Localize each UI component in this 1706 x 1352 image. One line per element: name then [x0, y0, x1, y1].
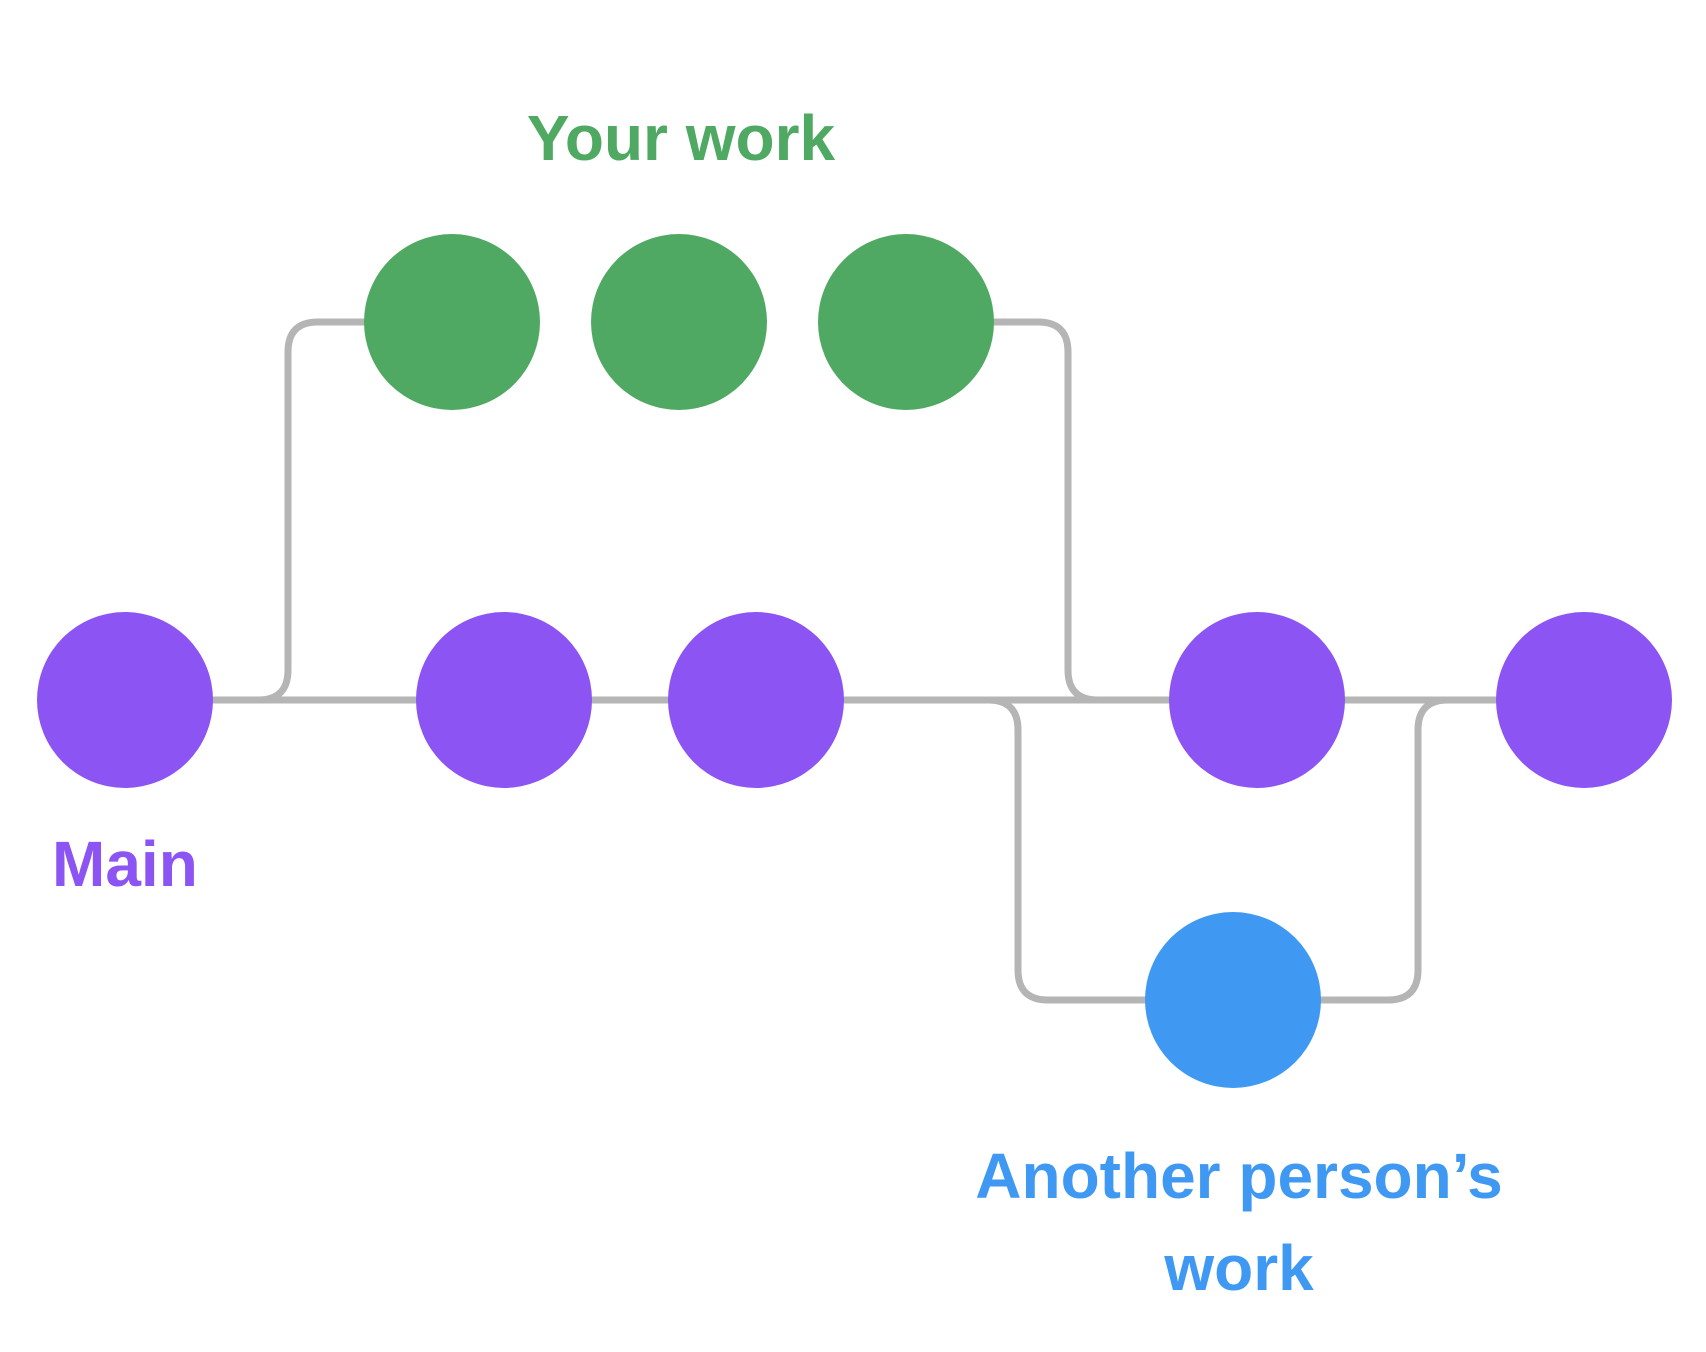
commit-node-another-person-1: [1145, 912, 1321, 1088]
another-person-branch-commits: [1145, 912, 1321, 1088]
your-work-branch-commits: [364, 234, 994, 410]
connector-lines: [121, 318, 1588, 1004]
commit-node-main-1: [37, 612, 213, 788]
commit-node-main-4: [1169, 612, 1345, 788]
commit-node-your-work-2: [591, 234, 767, 410]
commit-node-your-work-3: [818, 234, 994, 410]
your-work-merge-connector: [902, 318, 1184, 704]
commit-node-your-work-1: [364, 234, 540, 410]
another-person-fork-connector: [931, 696, 1237, 1004]
commit-node-main-5: [1496, 612, 1672, 788]
label-main: Main: [52, 828, 198, 900]
your-work-fork-connector: [226, 318, 456, 704]
commit-node-main-2: [416, 612, 592, 788]
label-another-person-line2: work: [1163, 1232, 1314, 1304]
another-person-merge-connector: [1229, 696, 1509, 1004]
label-another-person-line1: Another person’s: [975, 1140, 1502, 1212]
main-branch-commits: [37, 612, 1672, 788]
label-your-work: Your work: [527, 102, 836, 174]
commit-node-main-3: [668, 612, 844, 788]
